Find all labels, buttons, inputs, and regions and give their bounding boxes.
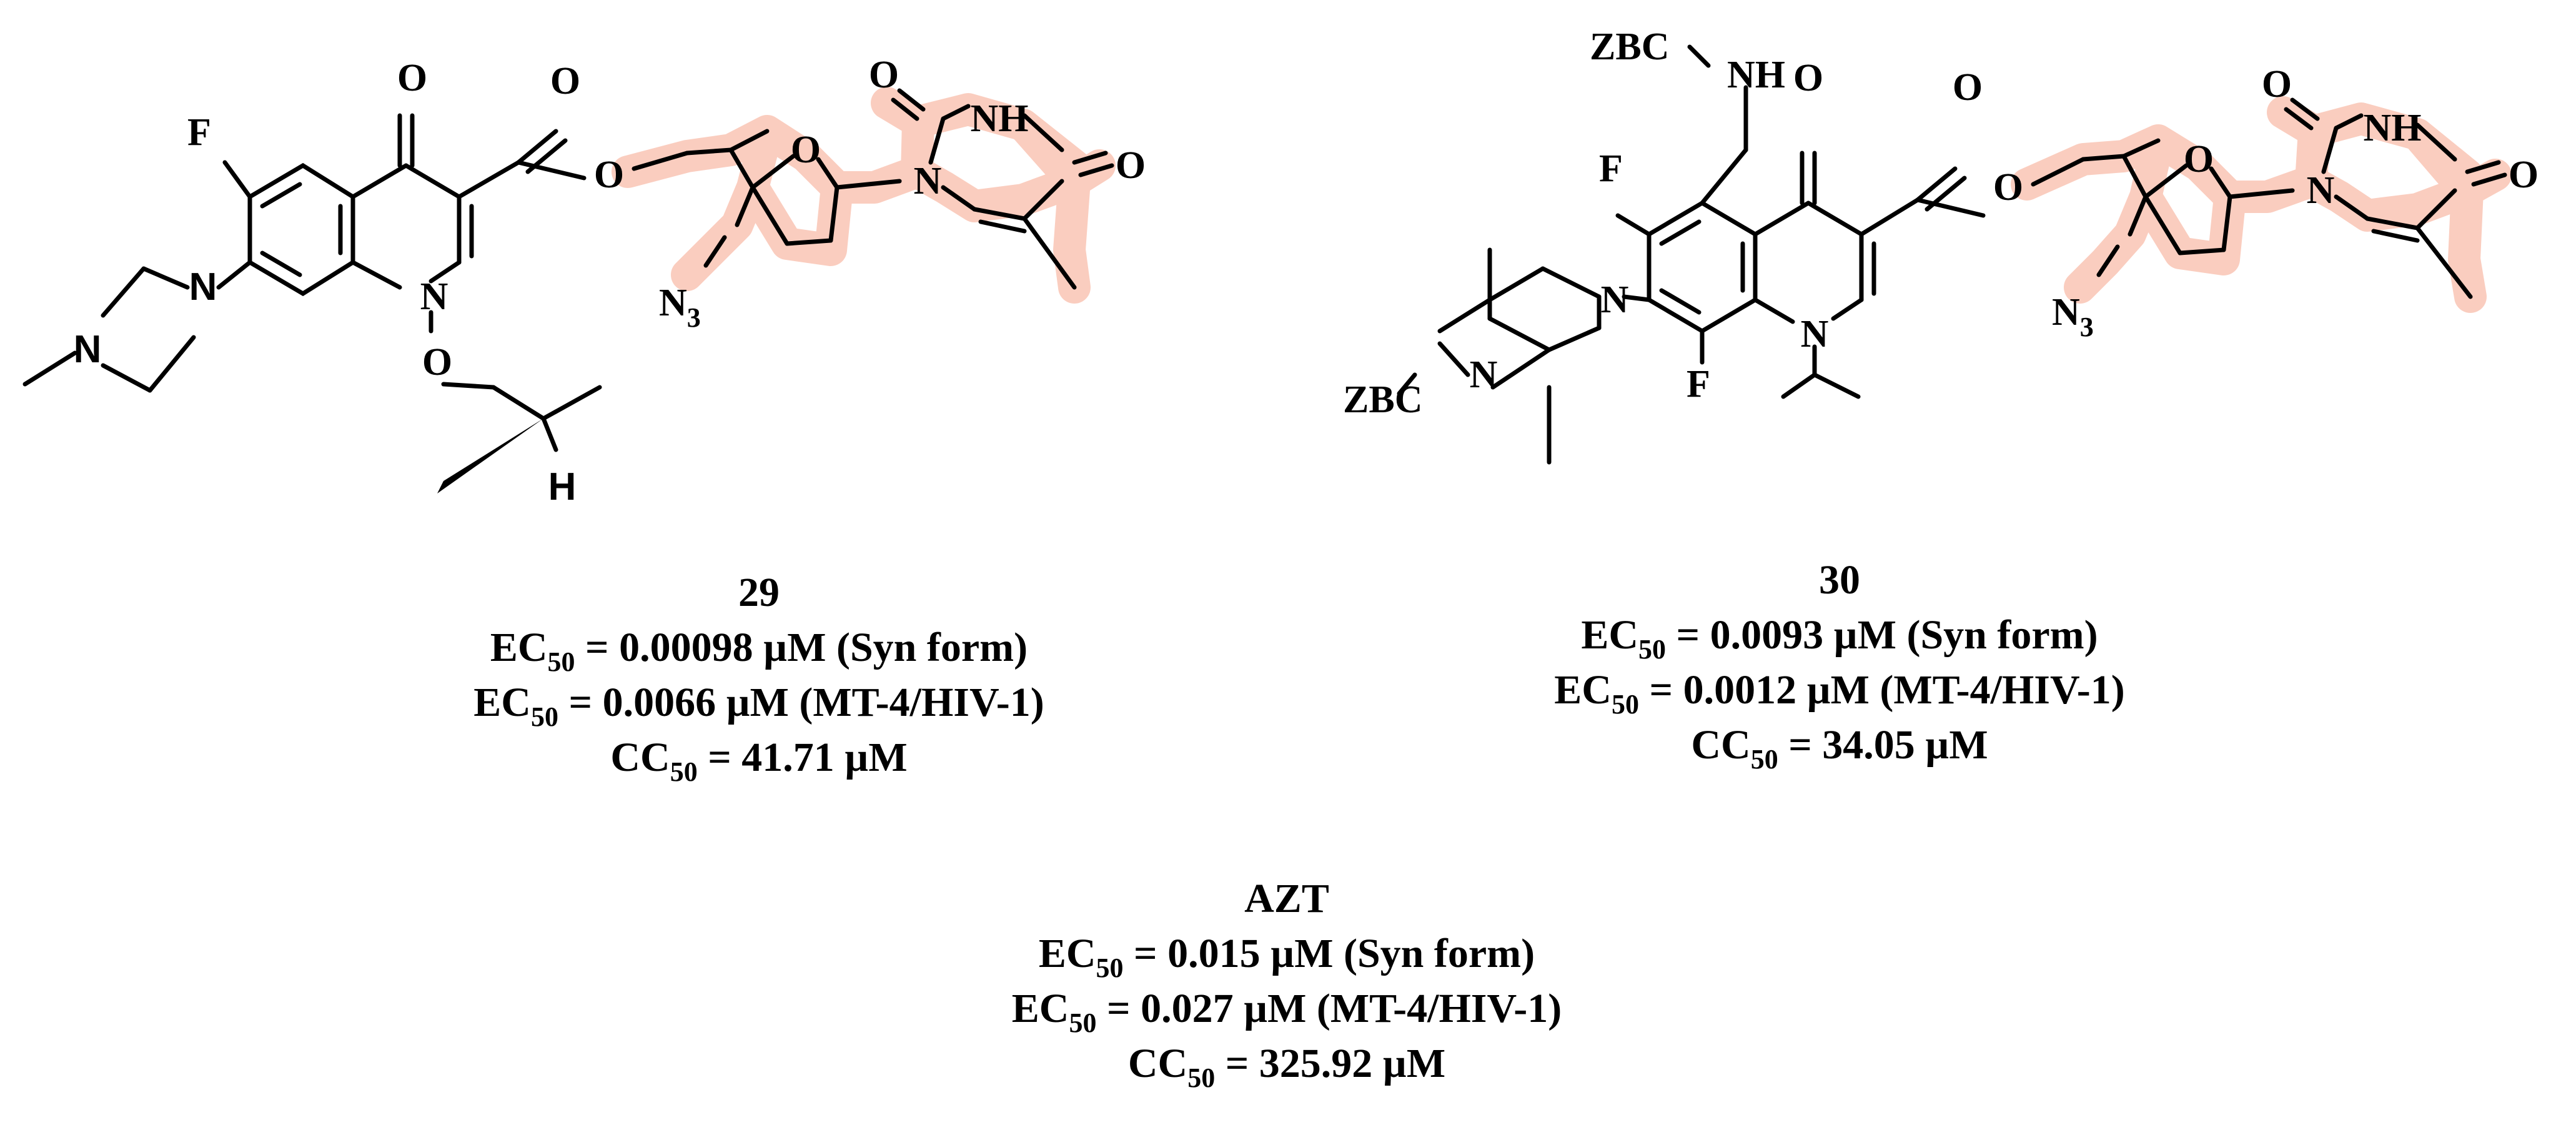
metric-line: CC50 = 325.92 µM bbox=[1127, 1041, 1446, 1093]
atom-n-piperazine: N bbox=[189, 265, 217, 309]
atom-zbc-top: ZBC bbox=[1590, 26, 1669, 68]
metric-line: CC50 = 34.05 µM bbox=[1691, 722, 1988, 775]
atom-n-piperazine-30: N bbox=[1601, 279, 1629, 321]
metric-line: EC50 = 0.015 µM (Syn form) bbox=[1038, 931, 1535, 983]
atom-nh-amine: NH bbox=[1727, 54, 1785, 96]
atom-o-carbonyl: O bbox=[550, 60, 580, 102]
caption-compound-30: 30 EC50 = 0.0093 µM (Syn form) EC50 = 0.… bbox=[1554, 553, 2124, 773]
atom-f-bottom: F bbox=[1687, 363, 1710, 405]
atom-azide-30: N3 bbox=[2052, 291, 2094, 342]
metric-line: EC50 = 0.0012 µM (MT-4/HIV-1) bbox=[1554, 667, 2125, 720]
atom-n-methyl: N bbox=[74, 328, 102, 371]
metric-line: EC50 = 0.00098 µM (Syn form) bbox=[490, 625, 1028, 677]
compound-id: AZT bbox=[1244, 876, 1329, 921]
atom-nh-30: NH bbox=[2364, 107, 2422, 149]
atom-azide: N3 bbox=[659, 282, 701, 333]
atom-n-piperazine-zbc: N bbox=[1470, 354, 1498, 396]
atom-o-sugar: O bbox=[791, 129, 821, 171]
compound-29-structure: F O O O N N N O H O N O NH O N3 bbox=[22, 54, 1146, 508]
azt-highlight-30 bbox=[2011, 96, 2512, 313]
compound-30-structure: ZBC NH F F O O O N N ZBC N O N O NH O N3 bbox=[1343, 26, 2539, 465]
caption-compound-29: 29 EC50 = 0.00098 µM (Syn form) EC50 = 0… bbox=[473, 565, 1044, 787]
atom-o-ketone-30: O bbox=[1793, 57, 1823, 99]
atom-o-ether: O bbox=[422, 341, 452, 384]
compound-id: 29 bbox=[738, 570, 780, 615]
atom-o-ketone: O bbox=[397, 57, 427, 99]
metric-line: EC50 = 0.0093 µM (Syn form) bbox=[1581, 612, 2098, 665]
caption-azt: AZT EC50 = 0.015 µM (Syn form) EC50 = 0.… bbox=[1011, 871, 1562, 1093]
atom-o-thymine-2-30: O bbox=[2262, 63, 2292, 106]
metric-line: CC50 = 41.71 µM bbox=[610, 735, 908, 787]
atom-n-thymine-30: N bbox=[2307, 169, 2335, 212]
atom-o-ester: O bbox=[594, 154, 624, 196]
metric-line: EC50 = 0.027 µM (MT-4/HIV-1) bbox=[1011, 986, 1562, 1038]
atom-f: F bbox=[187, 111, 211, 154]
azt-highlight-29 bbox=[612, 87, 1116, 304]
atom-o-ester-30: O bbox=[1993, 166, 2023, 209]
atom-o-thymine-4: O bbox=[1116, 144, 1146, 187]
atom-n-quinolone: N bbox=[420, 275, 448, 318]
atom-o-thymine-2: O bbox=[869, 54, 899, 96]
atom-o-carbonyl-30: O bbox=[1953, 66, 1983, 109]
compound-id: 30 bbox=[1818, 557, 1860, 603]
atom-h: H bbox=[548, 465, 577, 508]
atom-n-quinolone-30: N bbox=[1801, 313, 1829, 355]
atom-o-sugar-30: O bbox=[2184, 138, 2214, 181]
metric-line: EC50 = 0.0066 µM (MT-4/HIV-1) bbox=[473, 680, 1044, 732]
atom-zbc-bottom: ZBC bbox=[1343, 379, 1422, 421]
atom-f-top: F bbox=[1599, 147, 1623, 190]
atom-nh: NH bbox=[971, 97, 1029, 140]
atom-n-thymine: N bbox=[914, 160, 942, 202]
atom-o-thymine-4-30: O bbox=[2509, 154, 2539, 196]
